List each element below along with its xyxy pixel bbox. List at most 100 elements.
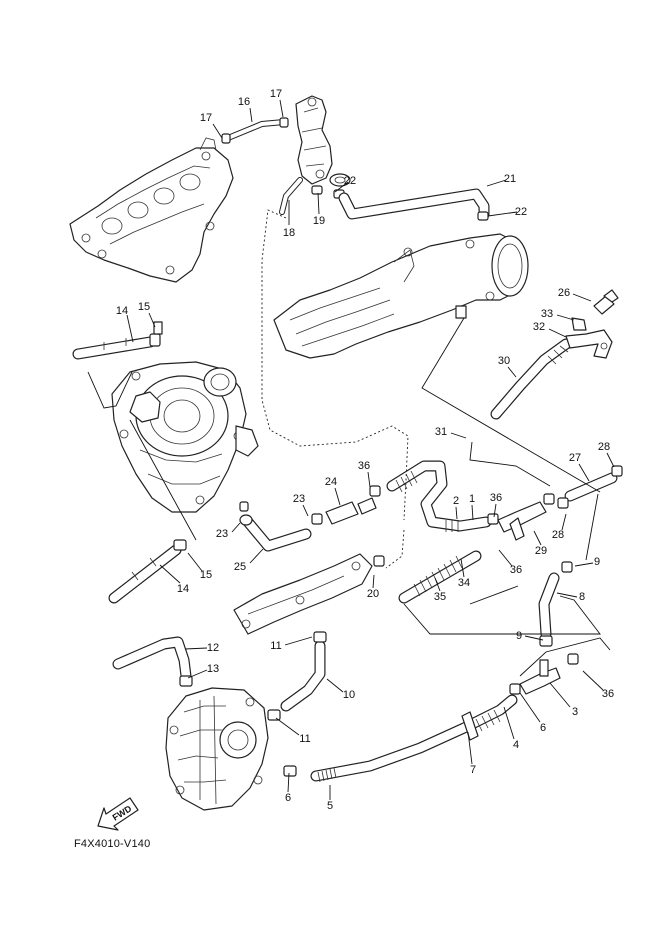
callout-leader-17 <box>279 99 284 118</box>
hose-16 <box>221 117 289 144</box>
callout-6: 6 <box>285 792 291 804</box>
callout-30: 30 <box>498 355 510 367</box>
callout-leader-36 <box>367 471 371 488</box>
callout-leader-17 <box>212 123 223 139</box>
callout-leader-3 <box>549 682 571 708</box>
callout-31: 31 <box>435 426 447 438</box>
tee-fitting-29 <box>487 493 555 541</box>
callout-19: 19 <box>313 215 325 227</box>
callout-9: 9 <box>594 556 600 568</box>
callout-2: 2 <box>453 495 459 507</box>
hose-21 <box>338 188 490 221</box>
callout-leader-2 <box>455 506 458 520</box>
callout-1: 1 <box>469 493 475 505</box>
callout-7: 7 <box>470 764 476 776</box>
callout-20: 20 <box>367 588 379 600</box>
callout-22: 22 <box>515 206 527 218</box>
callout-6: 6 <box>540 722 546 734</box>
callout-leader-14 <box>126 314 134 343</box>
callout-leader-24 <box>334 487 341 506</box>
callout-leader-23 <box>231 522 241 533</box>
hose-10 <box>267 631 327 721</box>
callout-11: 11 <box>270 640 281 652</box>
callout-leader-26 <box>572 293 592 302</box>
callout-leader-23 <box>302 504 309 517</box>
callout-leader-36 <box>493 503 497 518</box>
callout-23: 23 <box>293 493 305 505</box>
callout-leader-25 <box>249 548 264 564</box>
callout-29: 29 <box>535 545 547 557</box>
hose-7 <box>283 694 518 783</box>
callout-36: 36 <box>358 460 370 472</box>
callout-leader-29 <box>533 530 542 546</box>
clamp-33 <box>571 317 587 331</box>
callout-14: 14 <box>116 305 128 317</box>
callout-leader-4 <box>503 706 515 740</box>
callout-leader-22 <box>487 211 518 217</box>
callout-10: 10 <box>343 689 355 701</box>
bracket-32 <box>565 329 613 359</box>
valve-assembly <box>295 95 351 199</box>
callout-22: 22 <box>344 175 356 187</box>
callout-24: 24 <box>325 476 337 488</box>
callout-leader-36 <box>498 549 513 567</box>
callout-leader-9 <box>524 635 544 641</box>
callout-28: 28 <box>552 529 564 541</box>
callout-leader-11 <box>284 636 313 646</box>
callout-16: 16 <box>238 96 250 108</box>
callout-leader-31 <box>450 432 467 439</box>
callout-leader-20 <box>372 574 375 589</box>
callout-leader-22 <box>334 181 349 193</box>
callout-21: 21 <box>504 173 516 185</box>
callout-leader-30 <box>507 366 517 378</box>
callout-27: 27 <box>569 452 581 464</box>
engine-block <box>165 687 269 811</box>
callout-leader-13 <box>187 669 208 679</box>
supercharger <box>111 361 259 513</box>
diagram-code: F4X4010-V140 <box>74 838 151 850</box>
callout-leader-9 <box>574 562 594 567</box>
routing-lines <box>87 209 611 677</box>
callout-28: 28 <box>598 441 610 453</box>
callout-14: 14 <box>177 583 189 595</box>
callout-leader-19 <box>317 192 320 215</box>
callout-leader-34 <box>460 558 465 578</box>
fitting-24 <box>311 485 381 525</box>
callout-leader-27 <box>578 463 590 482</box>
hose-18 <box>279 177 303 215</box>
callout-13: 13 <box>207 663 219 675</box>
callout-34: 34 <box>458 577 470 589</box>
callout-leader-8 <box>556 592 578 598</box>
callout-17: 17 <box>200 112 212 124</box>
callout-leader-36 <box>582 670 604 691</box>
fwd-arrow-icon: FWD <box>97 797 139 831</box>
callout-leader-10 <box>326 678 344 693</box>
callout-8: 8 <box>579 591 585 603</box>
callout-11: 11 <box>299 733 310 745</box>
callout-12: 12 <box>207 642 219 654</box>
callout-leader-28 <box>606 452 615 468</box>
callout-25: 25 <box>234 561 246 573</box>
part-30 <box>490 338 572 420</box>
exhaust-manifold <box>69 137 234 283</box>
bellows-hose-1 <box>386 460 492 532</box>
hose-27 <box>557 465 623 509</box>
callout-leader-15 <box>148 312 156 328</box>
callout-leader-35 <box>434 577 441 592</box>
callout-9: 9 <box>516 630 522 642</box>
callout-leader-6 <box>287 772 290 793</box>
callout-15: 15 <box>200 569 212 581</box>
callout-leader-15 <box>187 552 203 572</box>
callout-5: 5 <box>327 800 333 812</box>
tee-fitting-3 <box>509 653 579 695</box>
callout-26: 26 <box>558 287 570 299</box>
hose-8 <box>538 561 573 647</box>
callout-17: 17 <box>270 88 282 100</box>
fitting-26 <box>593 289 619 315</box>
callout-leader-33 <box>556 314 575 321</box>
callout-leader-11 <box>275 717 300 736</box>
callout-36: 36 <box>510 564 522 576</box>
callout-leader-12 <box>184 647 208 650</box>
